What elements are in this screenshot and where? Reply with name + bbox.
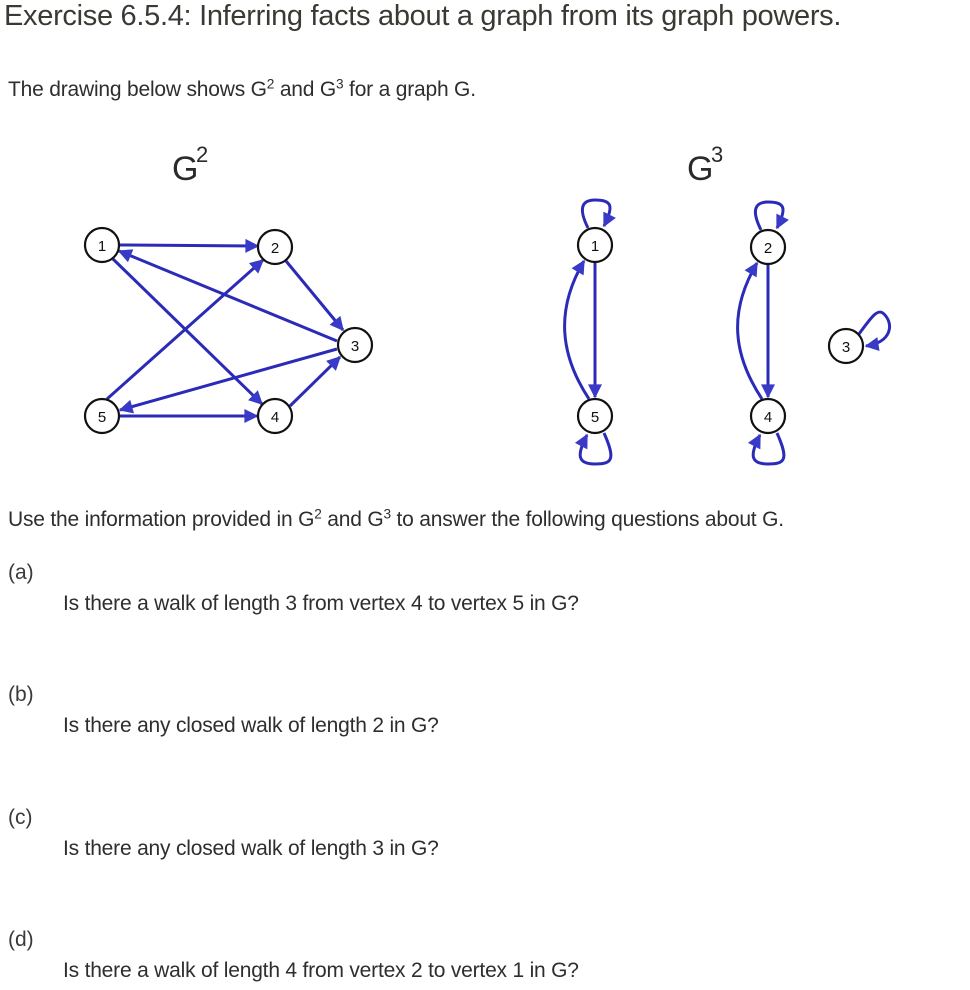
- g3-node-1: 1: [576, 226, 614, 264]
- question-c-label: (c): [8, 806, 33, 829]
- instructions-text: Use the information provided in G2 and G…: [8, 506, 784, 531]
- question-b-label: (b): [8, 683, 34, 706]
- svg-text:4: 4: [764, 409, 772, 426]
- svg-text:3: 3: [842, 339, 850, 356]
- graph-figure: G 2 G 3: [0, 120, 970, 485]
- question-a-text: Is there a walk of length 3 from vertex …: [63, 592, 579, 615]
- question-d-label: (d): [8, 928, 34, 951]
- svg-text:2: 2: [271, 240, 279, 257]
- svg-text:4: 4: [271, 409, 279, 426]
- svg-text:3: 3: [711, 142, 723, 167]
- g2-node-4: 4: [256, 397, 294, 435]
- svg-text:5: 5: [98, 409, 106, 426]
- edge-3-to-5: [118, 347, 338, 414]
- edge-1-to-2: [119, 238, 260, 253]
- edge-5-to-2: [106, 258, 265, 401]
- g2-node-5: 5: [83, 397, 121, 435]
- svg-text:2: 2: [196, 142, 208, 167]
- edge-5-to-1: [563, 259, 591, 400]
- edge-3-to-1: [117, 249, 338, 343]
- loop-3: [857, 310, 892, 351]
- question-c-text: Is there any closed walk of length 3 in …: [63, 837, 439, 860]
- svg-text:1: 1: [98, 238, 106, 255]
- loop-4: [747, 432, 786, 466]
- g2-nodes: 1 2 3 4 5: [83, 226, 374, 435]
- g3-node-2: 2: [749, 228, 787, 266]
- edge-4-to-3: [288, 355, 342, 408]
- exercise-title: Exercise 6.5.4: Inferring facts about a …: [4, 0, 842, 32]
- svg-text:3: 3: [351, 338, 359, 355]
- svg-text:1: 1: [591, 238, 599, 255]
- g2-title: G 2: [172, 142, 208, 188]
- svg-text:G: G: [172, 150, 198, 188]
- g2-edges: [106, 238, 345, 423]
- g2-node-1: 1: [83, 226, 121, 264]
- g3-nodes: 1 2 3 4 5: [576, 226, 865, 435]
- loop-5: [574, 432, 613, 466]
- g3-node-3: 3: [827, 327, 865, 365]
- question-b-text: Is there any closed walk of length 2 in …: [63, 714, 439, 737]
- g3-title: G 3: [687, 142, 723, 188]
- svg-text:2: 2: [764, 240, 772, 257]
- intro-text: The drawing below shows G2 and G3 for a …: [8, 76, 476, 101]
- loop-2: [753, 200, 789, 231]
- question-d-text: Is there a walk of length 4 from vertex …: [63, 959, 579, 982]
- g2-node-2: 2: [256, 228, 294, 266]
- g2-node-3: 3: [336, 326, 374, 364]
- g3-node-5: 5: [576, 397, 614, 435]
- edge-1-to-4: [111, 257, 264, 406]
- loop-1: [580, 198, 616, 229]
- svg-text:G: G: [687, 150, 713, 188]
- edge-2-to-3: [284, 260, 345, 332]
- g3-edges: [563, 198, 892, 466]
- edge-4-to-2: [736, 261, 764, 400]
- g3-node-4: 4: [749, 397, 787, 435]
- svg-text:5: 5: [591, 409, 599, 426]
- question-a-label: (a): [8, 561, 34, 584]
